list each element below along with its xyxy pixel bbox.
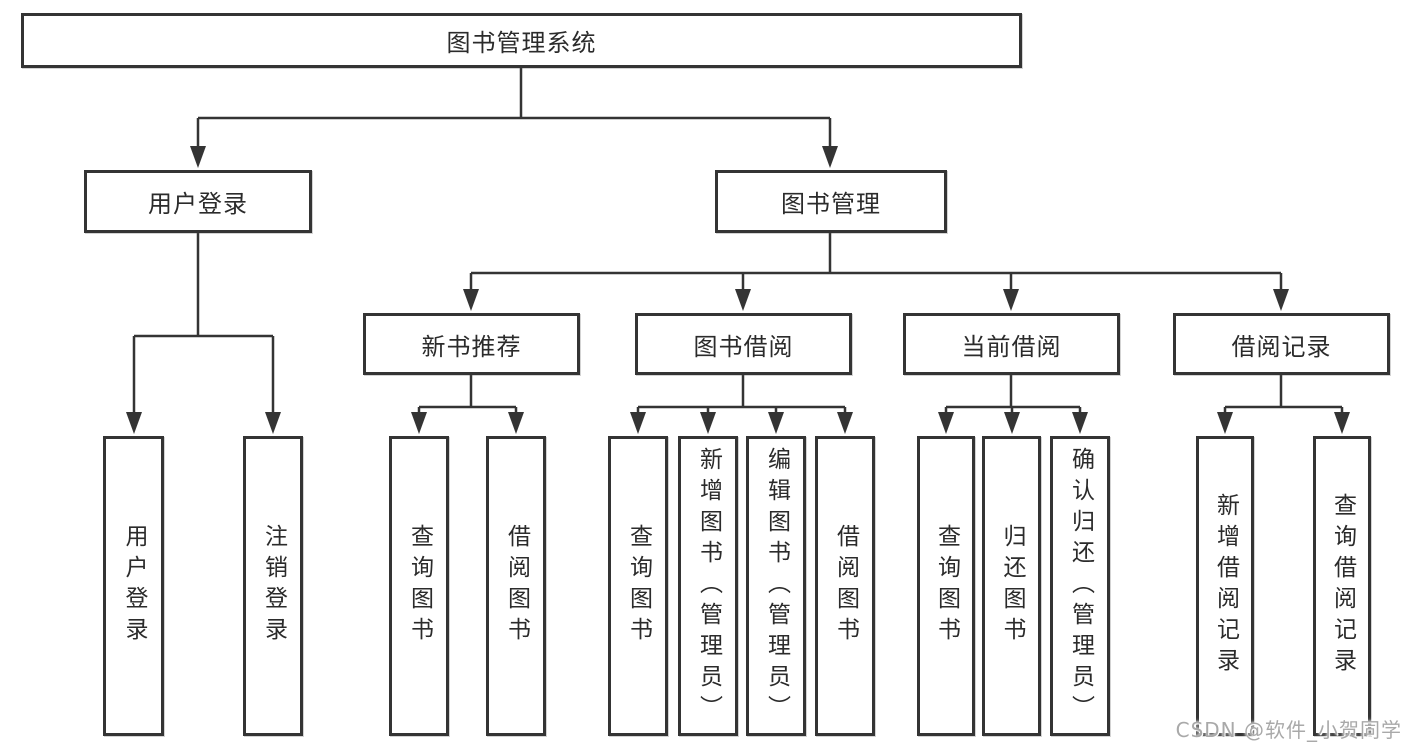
node-book-borrowing-label: 图书借阅 xyxy=(693,332,794,361)
arrowhead xyxy=(1217,412,1233,434)
connector-current-borrowing-to-leaves xyxy=(944,375,1082,414)
arrowhead xyxy=(700,412,716,434)
leaf-cb-confirm-return-admin: 确认归还（管理员） xyxy=(1050,436,1110,736)
connector-book-borrowing-to-leaves xyxy=(636,375,847,414)
node-book-borrowing: 图书借阅 xyxy=(635,313,852,375)
arrowhead xyxy=(1072,412,1088,434)
connector-new-book-recommendation-to-leaves xyxy=(417,375,518,414)
arrowhead xyxy=(190,146,206,168)
connector-user-login-to-leaves xyxy=(132,233,275,414)
leaf-nbr-query-books: 查询图书 xyxy=(389,436,449,736)
leaf-cb-return-books: 归还图书 xyxy=(982,436,1041,736)
leaf-nbr-borrow-books-label: 借阅图书 xyxy=(503,524,530,648)
leaf-bb-borrow-books: 借阅图书 xyxy=(815,436,875,736)
arrowhead xyxy=(1003,289,1019,311)
node-user-login: 用户登录 xyxy=(84,170,312,233)
leaf-br-add-borrow-record-label: 新增借阅记录 xyxy=(1212,493,1239,679)
connector-borrowing-records-to-leaves xyxy=(1223,375,1344,414)
leaf-bb-edit-books-admin: 编辑图书（管理员） xyxy=(746,436,806,736)
leaf-br-query-borrow-record-label: 查询借阅记录 xyxy=(1329,493,1356,679)
leaf-user-login: 用户登录 xyxy=(103,436,164,736)
node-current-borrowing: 当前借阅 xyxy=(903,313,1120,375)
arrowhead xyxy=(837,412,853,434)
arrowhead xyxy=(1004,412,1020,434)
leaf-logout-label: 注销登录 xyxy=(260,524,287,648)
node-borrowing-records: 借阅记录 xyxy=(1173,313,1390,375)
leaf-user-login-label: 用户登录 xyxy=(121,524,147,648)
leaf-bb-add-books-admin-label: 新增图书（管理员） xyxy=(695,446,722,726)
leaf-br-query-borrow-record: 查询借阅记录 xyxy=(1313,436,1371,736)
arrowhead xyxy=(768,412,784,434)
node-new-book-recommendation: 新书推荐 xyxy=(363,313,580,375)
arrowhead xyxy=(508,412,524,434)
leaf-br-add-borrow-record: 新增借阅记录 xyxy=(1196,436,1254,736)
arrowhead xyxy=(1334,412,1350,434)
node-book-management: 图书管理 xyxy=(715,170,947,233)
leaf-bb-edit-books-admin-label: 编辑图书（管理员） xyxy=(763,446,790,726)
node-user-login-label: 用户登录 xyxy=(148,190,248,218)
arrowhead xyxy=(822,146,838,168)
leaf-nbr-query-books-label: 查询图书 xyxy=(406,524,433,648)
leaf-cb-confirm-return-admin-label: 确认归还（管理员） xyxy=(1067,446,1094,726)
arrowhead xyxy=(265,412,281,434)
node-new-book-recommendation-label: 新书推荐 xyxy=(421,332,522,361)
connector-root-to-level2 xyxy=(196,68,832,148)
arrowhead xyxy=(735,289,751,311)
leaf-cb-query-books: 查询图书 xyxy=(917,436,975,736)
arrowhead xyxy=(126,412,142,434)
arrowhead xyxy=(938,412,954,434)
node-root: 图书管理系统 xyxy=(21,13,1022,68)
arrowheads xyxy=(126,146,1350,434)
arrowhead xyxy=(630,412,646,434)
leaf-nbr-borrow-books: 借阅图书 xyxy=(486,436,546,736)
arrowhead xyxy=(463,289,479,311)
leaf-cb-query-books-label: 查询图书 xyxy=(933,524,960,648)
leaf-logout: 注销登录 xyxy=(243,436,303,736)
arrowhead xyxy=(411,412,427,434)
node-borrowing-records-label: 借阅记录 xyxy=(1231,332,1332,361)
leaf-bb-query-books: 查询图书 xyxy=(608,436,668,736)
leaf-bb-borrow-books-label: 借阅图书 xyxy=(832,524,859,648)
leaf-cb-return-books-label: 归还图书 xyxy=(999,524,1025,648)
node-book-management-label: 图书管理 xyxy=(781,190,881,218)
node-current-borrowing-label: 当前借阅 xyxy=(961,332,1062,361)
csdn-watermark: CSDN @软件_小贺同学 xyxy=(1175,718,1402,742)
node-root-label: 图书管理系统 xyxy=(446,29,597,57)
connector-book-management-to-level3 xyxy=(469,233,1283,291)
leaf-bb-query-books-label: 查询图书 xyxy=(625,524,652,648)
leaf-bb-add-books-admin: 新增图书（管理员） xyxy=(678,436,738,736)
arrowhead xyxy=(1273,289,1289,311)
